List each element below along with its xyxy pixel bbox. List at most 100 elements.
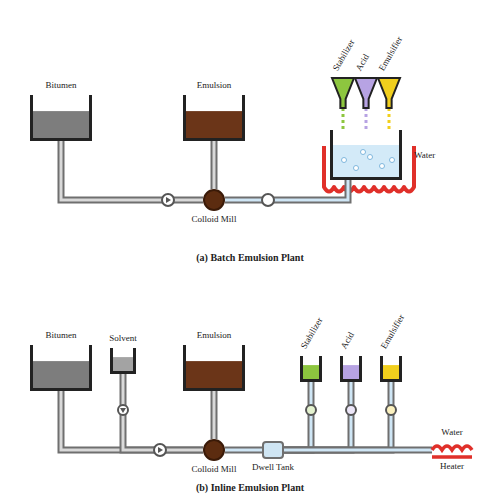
water-tank: Water — [330, 130, 402, 180]
bitumen-tank: Bitumen — [30, 95, 92, 141]
emulsion-tank: Emulsion — [183, 95, 245, 141]
node-label: Stabilizer — [298, 316, 325, 351]
node-label: Bitumen — [46, 330, 77, 341]
node-label: Colloid Mill — [192, 214, 237, 225]
pipe — [225, 180, 348, 200]
bubble — [354, 166, 359, 171]
pump — [346, 405, 356, 415]
pipe-bore — [213, 391, 216, 439]
pipe — [284, 382, 351, 450]
bubble — [390, 158, 395, 163]
pipe-wall — [225, 180, 348, 200]
tank-contents — [185, 361, 243, 389]
pipe-bore — [213, 141, 216, 189]
mill-shape — [203, 189, 225, 211]
pump — [154, 444, 166, 456]
pipe — [214, 141, 215, 189]
pipe-bore — [284, 382, 351, 450]
pipe-bore — [225, 180, 348, 200]
pipe-wall — [61, 391, 203, 450]
tank-wall — [32, 95, 91, 140]
pipe — [225, 450, 262, 451]
pipe — [61, 141, 203, 200]
tank-contents — [112, 357, 134, 372]
additive-funnel: Acid — [355, 78, 377, 108]
pipe-wall — [61, 141, 203, 200]
node-label: Emulsion — [197, 330, 232, 341]
node-label: Solvent — [109, 333, 137, 344]
node-label: Bitumen — [46, 80, 77, 91]
heater-coil-path — [432, 446, 472, 457]
pump — [262, 194, 274, 206]
pipe-bore — [284, 449, 432, 452]
funnel-body — [332, 78, 354, 108]
funnel-body — [355, 78, 377, 108]
dwell-body — [263, 442, 283, 458]
pipe-bore — [61, 141, 203, 200]
pump — [306, 405, 316, 415]
tank-shape — [340, 356, 362, 382]
bubble — [368, 155, 373, 160]
tank-shape — [110, 348, 136, 374]
tank-contents — [32, 111, 90, 139]
solvent-tank: Solvent — [110, 348, 136, 374]
additive-drip — [389, 108, 390, 130]
additive-tank: Emulsifier — [380, 356, 402, 382]
pipe-wall — [284, 382, 391, 450]
additive-tank: Stabilizer — [300, 356, 322, 382]
tank-wall — [185, 95, 244, 140]
drip-line — [365, 108, 368, 130]
tank-wall — [342, 356, 361, 381]
pipe-bore — [284, 382, 311, 450]
pump — [386, 405, 396, 415]
pipe-wall — [211, 141, 218, 189]
pipe — [61, 391, 203, 450]
caption: (a) Batch Emulsion Plant — [196, 252, 304, 264]
funnel-shape — [355, 78, 377, 108]
node-label: Acid — [353, 52, 371, 73]
colloid-mill: Colloid Mill — [203, 189, 225, 211]
tank-wall — [112, 348, 135, 373]
mill-body — [204, 190, 224, 210]
additive-funnel: Emulsifier — [378, 78, 400, 108]
drip-line — [342, 108, 345, 130]
tank-shape — [300, 356, 322, 382]
water-shape — [330, 130, 402, 180]
pump — [162, 194, 174, 206]
tank-shape — [183, 95, 245, 141]
pipe-bore — [61, 391, 203, 450]
additive-funnel: Stabilizer — [332, 78, 354, 108]
tank-contents — [332, 145, 400, 178]
tank-wall — [185, 345, 244, 390]
dwell-shape — [262, 441, 284, 459]
pipe-wall — [284, 382, 311, 450]
dwell-tank: Dwell Tank — [262, 441, 284, 459]
tank-contents — [32, 361, 90, 389]
bubble — [380, 164, 385, 169]
pipe-wall — [211, 391, 218, 439]
node-label: Emulsion — [197, 80, 232, 91]
pipe-bore — [284, 382, 391, 450]
node-label: Emulsifier — [378, 313, 407, 351]
pipe — [284, 382, 391, 450]
node-label: Water — [441, 427, 462, 438]
bubble — [361, 150, 366, 155]
node-label: Heater — [440, 461, 464, 472]
pipe-bore — [225, 449, 262, 452]
colloid-mill: Colloid Mill — [203, 439, 225, 461]
additive-tank: Acid — [340, 356, 362, 382]
pipe — [284, 450, 432, 451]
mill-body — [204, 440, 224, 460]
pipe-wall — [225, 447, 262, 454]
tank-wall — [302, 356, 321, 381]
node-label: Colloid Mill — [192, 464, 237, 475]
additive-drip — [343, 108, 344, 130]
node-label: Acid — [338, 330, 356, 351]
heater-coil: WaterHeater — [432, 442, 472, 458]
tank-contents — [382, 365, 400, 380]
heater-shape — [432, 442, 472, 458]
